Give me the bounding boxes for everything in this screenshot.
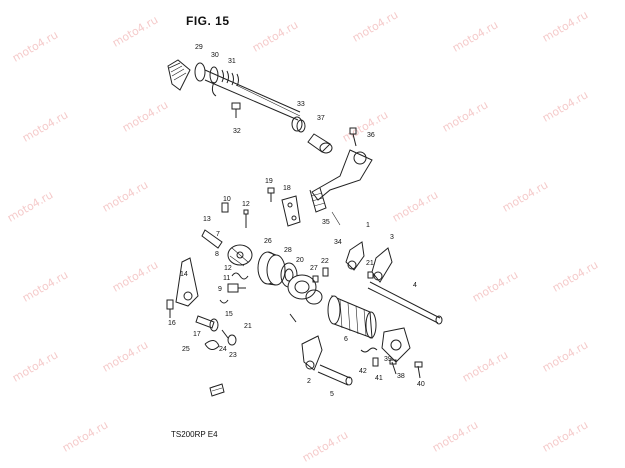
part-label-11: 11 (223, 275, 231, 282)
front-direction-arrow (210, 384, 224, 396)
part-label-14: 14 (180, 271, 188, 278)
plate-18 (282, 196, 300, 226)
part-label-33: 33 (297, 101, 305, 108)
part-label-16: 16 (168, 320, 176, 327)
fork-shaft-5 (318, 365, 352, 385)
part-label-3: 3 (390, 234, 394, 241)
gearshift-shaft-assembly (168, 60, 300, 120)
gear-26 (258, 252, 285, 285)
pin-27 (313, 276, 318, 282)
leader-line (332, 212, 340, 225)
part-label-10: 10 (223, 196, 231, 203)
part-label-39: 39 (384, 356, 392, 363)
part-label-30: 30 (211, 52, 219, 59)
figure-footer: TS200RP E4 (171, 430, 218, 439)
part-label-12b: 12 (224, 265, 232, 272)
gearshift-lever-35 (310, 150, 372, 212)
part-label-40: 40 (417, 381, 425, 388)
pin-10 (222, 203, 228, 212)
part-label-13: 13 (203, 216, 211, 223)
shift-arm-14 (176, 258, 198, 306)
part-label-1: 1 (366, 222, 370, 229)
part-label-21-lower: 21 (244, 323, 252, 330)
pin-12 (244, 210, 248, 228)
part-label-15: 15 (225, 311, 233, 318)
part-label-42: 42 (359, 368, 367, 375)
part-label-23: 23 (229, 352, 237, 359)
part-label-41: 41 (375, 375, 383, 382)
part-label-37: 37 (317, 115, 325, 122)
bolt-38 (390, 360, 396, 374)
part-label-28: 28 (284, 247, 292, 254)
shaft-17 (196, 316, 218, 331)
spring-15 (220, 300, 228, 303)
cam-stopper-8 (228, 245, 252, 266)
part-label-4: 4 (413, 282, 417, 289)
shift-fork-2 (302, 336, 322, 370)
bolt-16 (167, 300, 173, 318)
part-label-24: 24 (219, 346, 227, 353)
shift-fork-1 (346, 242, 364, 270)
part-label-8: 8 (215, 251, 219, 258)
bolt-40 (415, 362, 422, 378)
pin-21 (368, 272, 373, 278)
bearing-20 (288, 275, 322, 304)
gearshift-cam-6 (328, 296, 376, 338)
clip-25 (205, 340, 219, 349)
pin-14 (290, 314, 296, 322)
shaft-13 (202, 230, 222, 248)
part-label-7: 7 (216, 231, 220, 238)
part-label-25: 25 (182, 346, 190, 353)
bolt-9 (228, 284, 246, 292)
oil-seal-33 (292, 117, 305, 132)
part-label-36: 36 (367, 132, 375, 139)
part-label-2: 2 (307, 378, 311, 385)
part-label-9: 9 (218, 286, 222, 293)
fork-shaft-4 (368, 282, 442, 324)
part-label-18: 18 (283, 185, 291, 192)
spring-11 (232, 273, 248, 279)
bolt-36 (350, 128, 356, 146)
part-label-35: 35 (322, 219, 330, 226)
part-label-26: 26 (264, 238, 272, 245)
bolt-32 (232, 103, 240, 118)
part-label-19: 19 (265, 178, 273, 185)
part-label-12: 12 (242, 201, 250, 208)
bolt-19 (268, 188, 274, 202)
part-label-27: 27 (310, 265, 318, 272)
part-label-20: 20 (296, 257, 304, 264)
part-label-34: 34 (334, 239, 342, 246)
bushing-37 (308, 134, 332, 153)
part-label-29: 29 (195, 44, 203, 51)
shift-fork-3 (372, 248, 392, 282)
part-label-21-upper: 21 (366, 260, 374, 267)
plate-39 (382, 328, 410, 362)
part-label-5: 5 (330, 391, 334, 398)
part-label-17: 17 (193, 331, 201, 338)
spring-42 (361, 348, 377, 352)
washer-23 (228, 335, 236, 345)
part-label-22: 22 (321, 258, 329, 265)
part-label-32: 32 (233, 128, 241, 135)
part-label-31: 31 (228, 58, 236, 65)
part-label-6: 6 (344, 336, 348, 343)
pin-22 (323, 268, 328, 276)
figure-title: FIG. 15 (186, 14, 230, 28)
clip-24 (222, 330, 228, 338)
pin-41 (373, 358, 378, 366)
part-label-38: 38 (397, 373, 405, 380)
